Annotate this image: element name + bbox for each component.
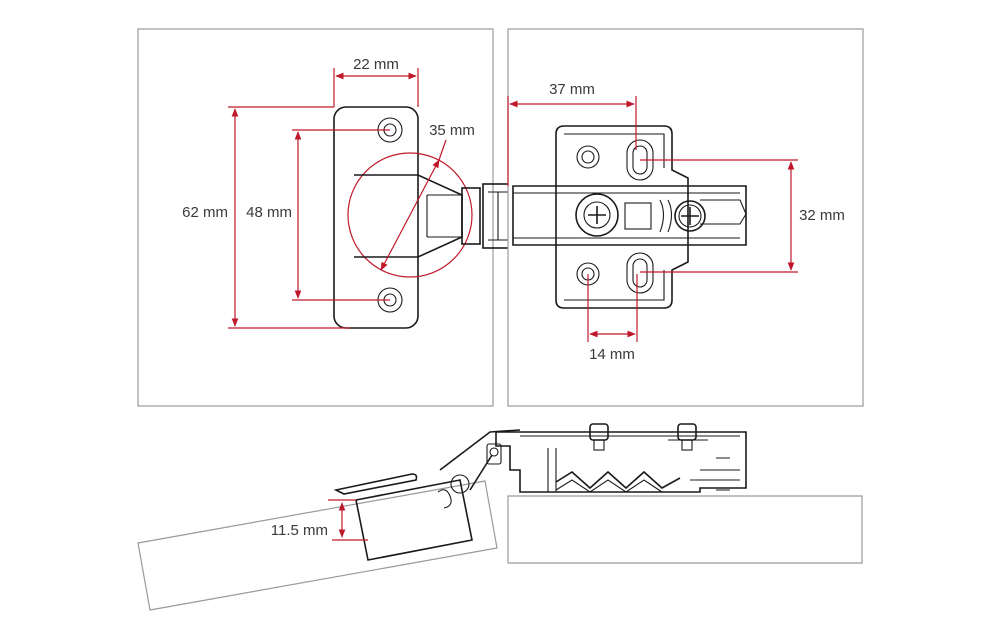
dim-label-14: 14 mm — [589, 346, 635, 363]
hinge-arm-plate — [512, 125, 747, 309]
door-panel-side — [137, 480, 498, 611]
dim-label-11-5: 11.5 mm — [271, 522, 328, 539]
mounting-screw — [674, 200, 706, 232]
side-view — [137, 423, 863, 611]
dimension-lines — [228, 68, 798, 541]
dim-label-37: 37 mm — [549, 81, 595, 98]
cup-outline — [347, 152, 473, 278]
dim-label-62: 62 mm — [182, 204, 228, 221]
dim-label-35: 35 mm — [429, 122, 475, 139]
plate-slot-bottom — [626, 252, 654, 294]
cabinet-panel — [507, 28, 864, 407]
adjustment-screw — [575, 193, 619, 237]
dim-label-32: 32 mm — [799, 207, 845, 224]
plate-hole-top-left — [576, 145, 600, 169]
dim-label-48: 48 mm — [246, 204, 292, 221]
dim-label-22: 22 mm — [353, 56, 399, 73]
